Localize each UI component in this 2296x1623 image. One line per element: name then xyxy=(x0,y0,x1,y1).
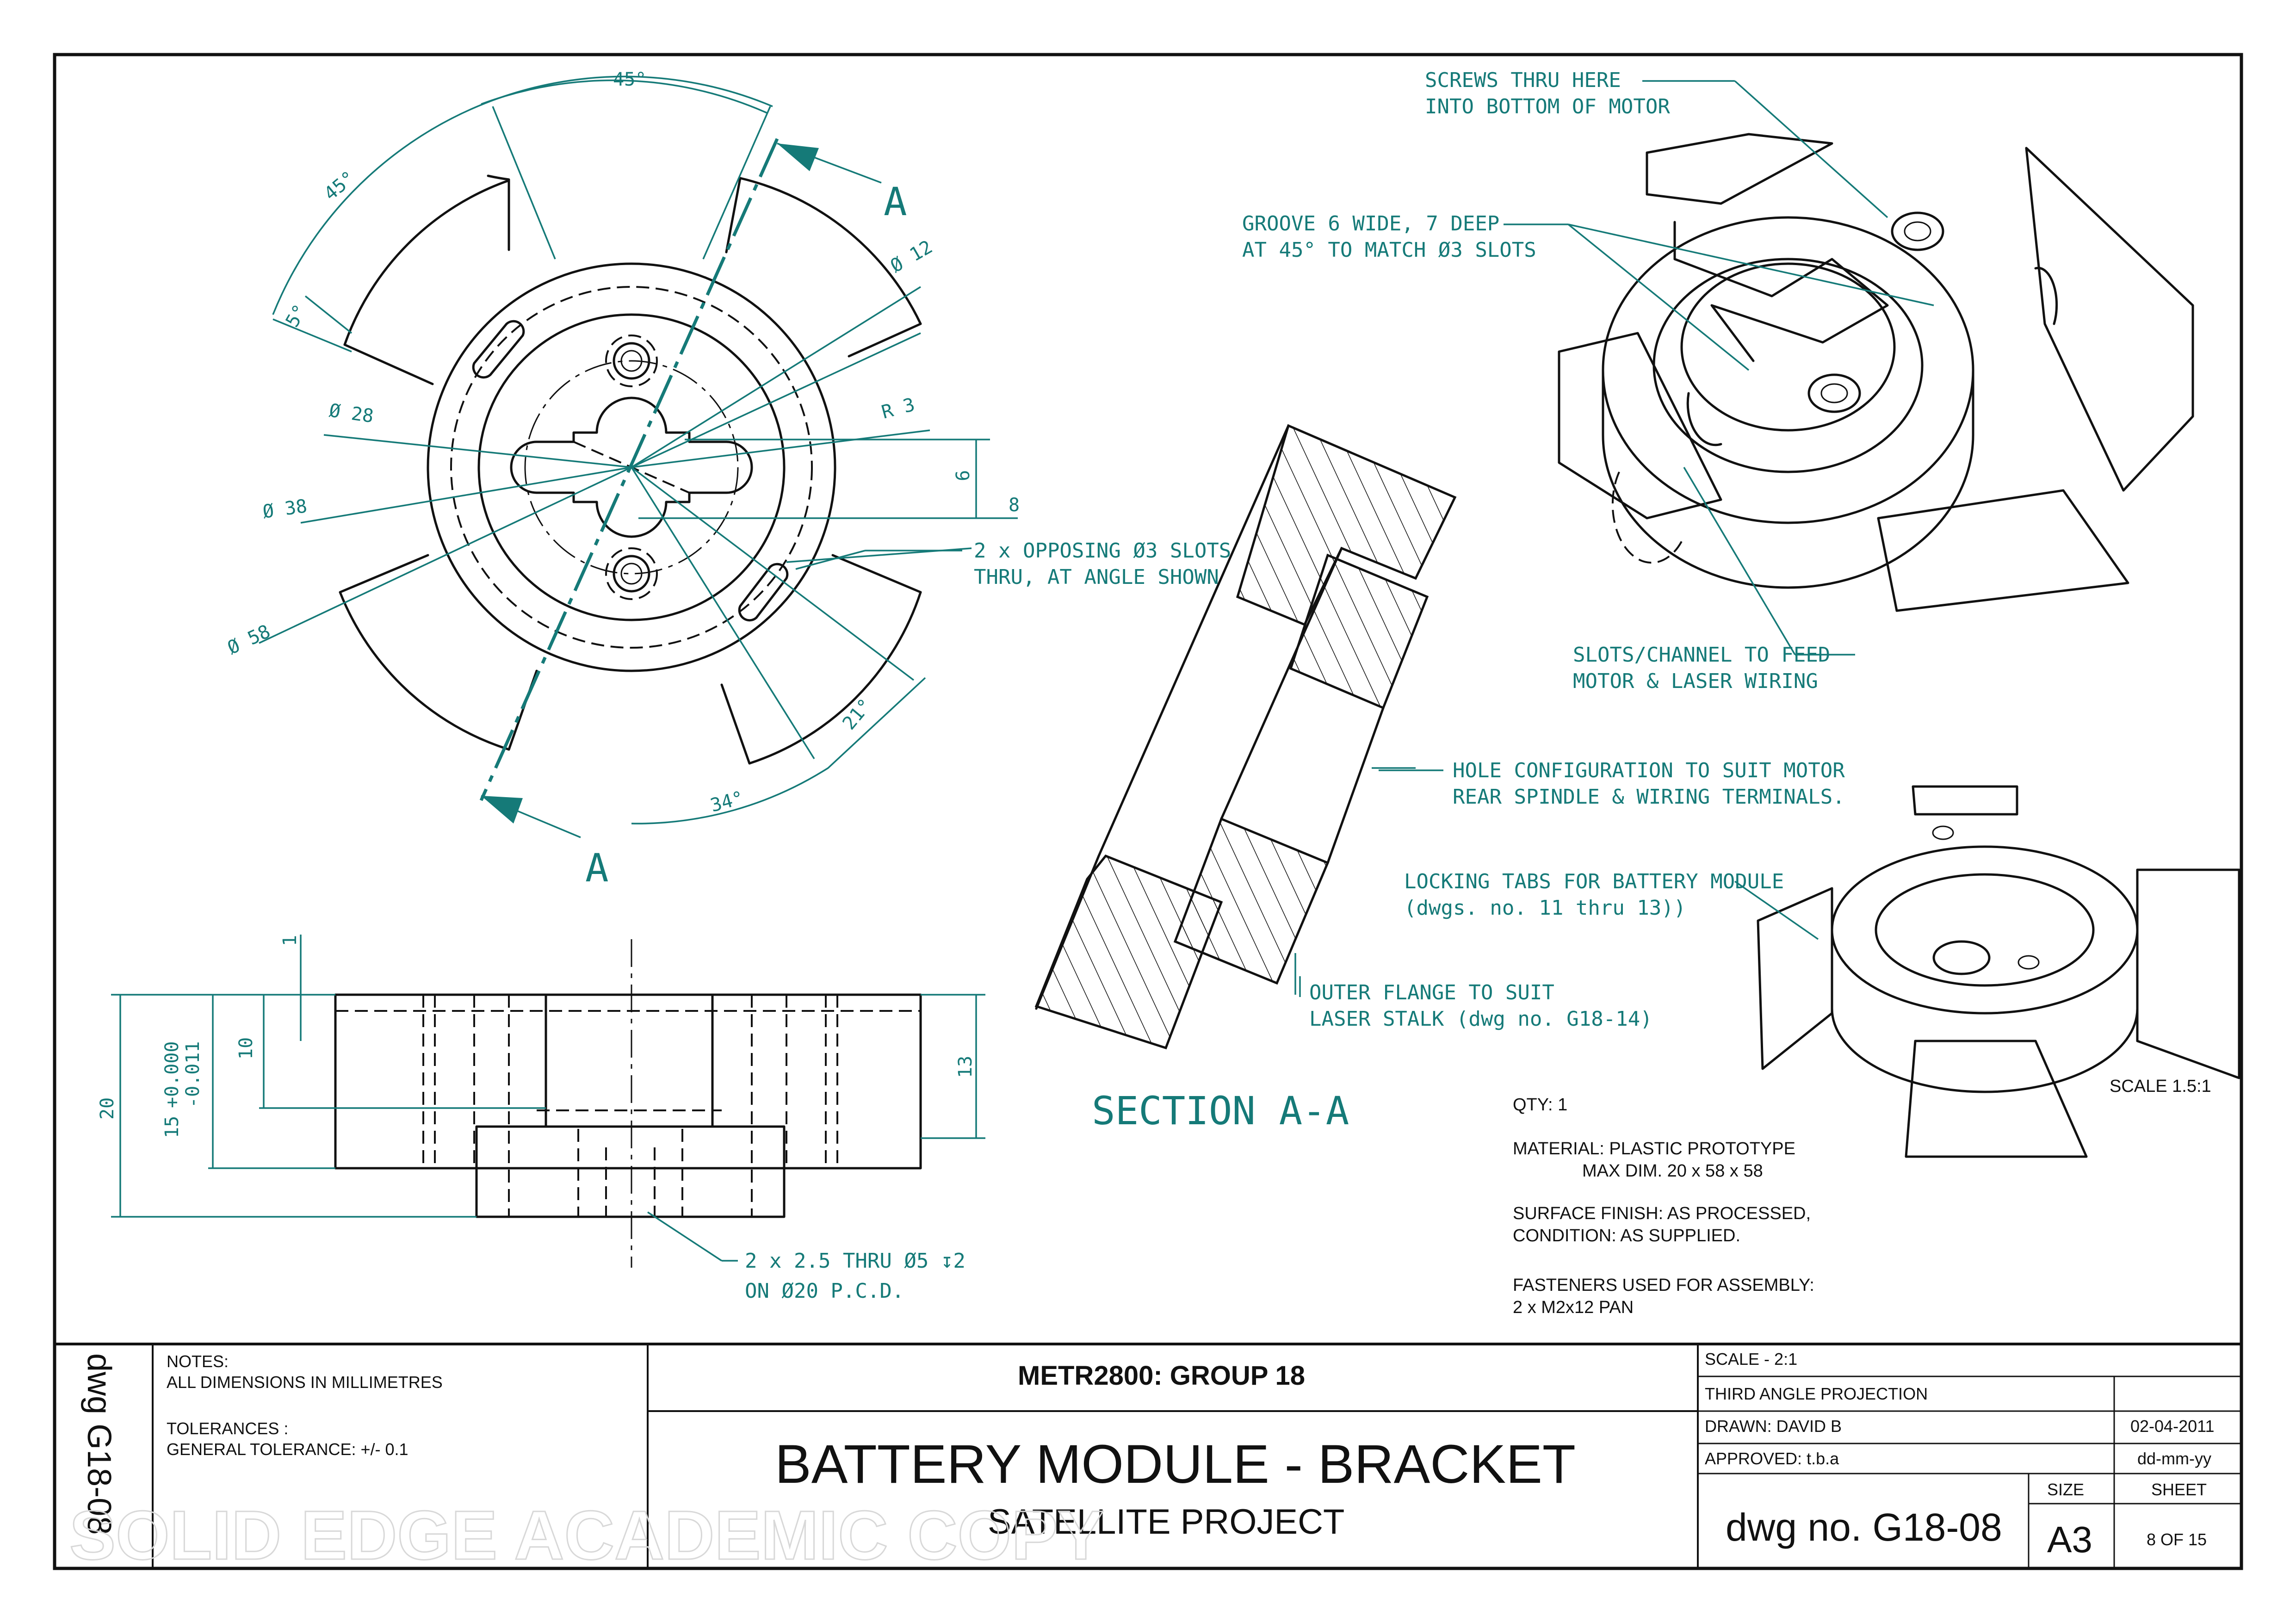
section-marker-a-top: A xyxy=(884,179,907,224)
dim-6: 6 xyxy=(953,470,974,481)
note-outer-flange-2: LASER STALK (dwg no. G18-14) xyxy=(1309,1007,1652,1031)
note-thru-holes-1: 2 x 2.5 THRU Ø5 ↧2 xyxy=(745,1249,965,1273)
dim-dia-12: Ø 12 xyxy=(887,236,936,277)
note-slots-1: 2 x OPPOSING Ø3 SLOTS xyxy=(974,539,1231,563)
section-marker-a-bottom: A xyxy=(585,845,609,891)
spec-finish-2: CONDITION: AS SUPPLIED. xyxy=(1513,1226,1740,1245)
isometric-view-small: SCALE 1.5:1 xyxy=(1757,785,2240,1158)
spec-fasteners-1: FASTENERS USED FOR ASSEMBLY: xyxy=(1513,1276,1814,1295)
note-slots-2: THRU, AT ANGLE SHOWN xyxy=(974,565,1219,589)
projection-label: THIRD ANGLE PROJECTION xyxy=(1705,1384,1928,1403)
drawing-subtitle: SATELLITE PROJECT xyxy=(988,1502,1344,1542)
sheet-size: A3 xyxy=(2047,1519,2092,1560)
note-groove-1: GROOVE 6 WIDE, 7 DEEP xyxy=(1242,212,1499,235)
dim-8: 8 xyxy=(1009,495,1020,516)
side-view-dimensions: 1 10 20 15 +0.000 -0.011 13 2 x 2.5 THRU… xyxy=(97,935,985,1303)
title-block: dwg G18-08 NOTES: ALL DIMENSIONS IN MILL… xyxy=(55,1343,2241,1575)
sheet-number: 8 OF 15 xyxy=(2147,1530,2207,1549)
dim-dia-58: Ø 58 xyxy=(224,621,274,659)
dim-15: 15 xyxy=(161,1116,183,1138)
top-view xyxy=(339,138,922,801)
watermark: SOLID EDGE ACADEMIC COPY xyxy=(69,1496,1104,1574)
dim-dia-38: Ø 38 xyxy=(261,496,309,523)
section-a-a-view: SECTION A-A xyxy=(1034,424,1457,1134)
note-thru-holes-2: ON Ø20 P.C.D. xyxy=(745,1279,904,1303)
dim-angle-34: 34° xyxy=(708,787,746,817)
section-arrows: A A xyxy=(481,142,907,891)
dim-tol-plus: +0.000 xyxy=(161,1041,183,1109)
dim-20: 20 xyxy=(97,1097,118,1120)
note-locking-tabs-1: LOCKING TABS FOR BATTERY MODULE xyxy=(1404,870,1784,893)
dim-angle-45-left: 45° xyxy=(320,167,359,205)
sheet-border xyxy=(53,53,2243,1570)
scale-iso-label: SCALE 1.5:1 xyxy=(2110,1077,2211,1096)
approved-date: dd-mm-yy xyxy=(2137,1449,2211,1468)
notes-dimensions: ALL DIMENSIONS IN MILLIMETRES xyxy=(167,1373,443,1392)
general-tolerance: GENERAL TOLERANCE: +/- 0.1 xyxy=(167,1440,408,1459)
note-hole-config-2: REAR SPINDLE & WIRING TERMINALS. xyxy=(1453,785,1845,809)
scale-label: SCALE - 2:1 xyxy=(1705,1350,1797,1369)
side-drawing-label: dwg G18-08 xyxy=(80,1353,118,1535)
note-locking-tabs-2: (dwgs. no. 11 thru 13)) xyxy=(1404,896,1686,920)
dim-angle-45-top: 45° xyxy=(613,69,646,90)
specifications: QTY: 1 MATERIAL: PLASTIC PROTOTYPE MAX D… xyxy=(1513,1095,1814,1317)
isometric-view-main xyxy=(1558,133,2194,612)
dim-tol-minus: -0.011 xyxy=(182,1041,204,1109)
note-screws-2: INTO BOTTOM OF MOTOR xyxy=(1425,95,1670,118)
drawn-date: 02-04-2011 xyxy=(2130,1417,2214,1436)
spec-finish-1: SURFACE FINISH: AS PROCESSED, xyxy=(1513,1204,1811,1223)
side-view xyxy=(334,939,922,1268)
drawing-title: BATTERY MODULE - BRACKET xyxy=(775,1434,1576,1495)
dim-13: 13 xyxy=(955,1056,976,1078)
spec-fasteners-2: 2 x M2x12 PAN xyxy=(1513,1298,1634,1317)
note-outer-flange-1: OUTER FLANGE TO SUIT xyxy=(1309,981,1554,1004)
drawn-by: DRAWN: DAVID B xyxy=(1705,1417,1842,1436)
drawing-number: dwg no. G18-08 xyxy=(1726,1505,2002,1549)
dim-dia-28: Ø 28 xyxy=(328,400,375,427)
note-hole-config-1: HOLE CONFIGURATION TO SUIT MOTOR xyxy=(1453,759,1845,782)
notes-label: NOTES: xyxy=(167,1352,229,1371)
note-channel-2: MOTOR & LASER WIRING xyxy=(1573,669,1818,693)
sheet-label: SHEET xyxy=(2151,1480,2207,1499)
dim-r-3: R 3 xyxy=(879,394,917,423)
note-channel-1: SLOTS/CHANNEL TO FEED xyxy=(1573,643,1830,667)
size-label: SIZE xyxy=(2047,1480,2084,1499)
tolerances-label: TOLERANCES : xyxy=(167,1419,288,1438)
dim-10: 10 xyxy=(235,1037,257,1059)
spec-material-2: MAX DIM. 20 x 58 x 58 xyxy=(1582,1161,1763,1181)
note-groove-2: AT 45° TO MATCH Ø3 SLOTS xyxy=(1242,238,1536,262)
spec-qty: QTY: 1 xyxy=(1513,1095,1567,1115)
section-title: SECTION A-A xyxy=(1092,1088,1349,1134)
dim-1: 1 xyxy=(279,935,301,946)
approved-by: APPROVED: t.b.a xyxy=(1705,1449,1839,1468)
course-group: METR2800: GROUP 18 xyxy=(1018,1361,1305,1391)
spec-material-1: MATERIAL: PLASTIC PROTOTYPE xyxy=(1513,1139,1795,1158)
callouts: SCREWS THRU HERE INTO BOTTOM OF MOTOR GR… xyxy=(795,68,1934,1031)
dim-angle-5: 5° xyxy=(282,301,311,331)
note-screws-1: SCREWS THRU HERE xyxy=(1425,68,1621,92)
